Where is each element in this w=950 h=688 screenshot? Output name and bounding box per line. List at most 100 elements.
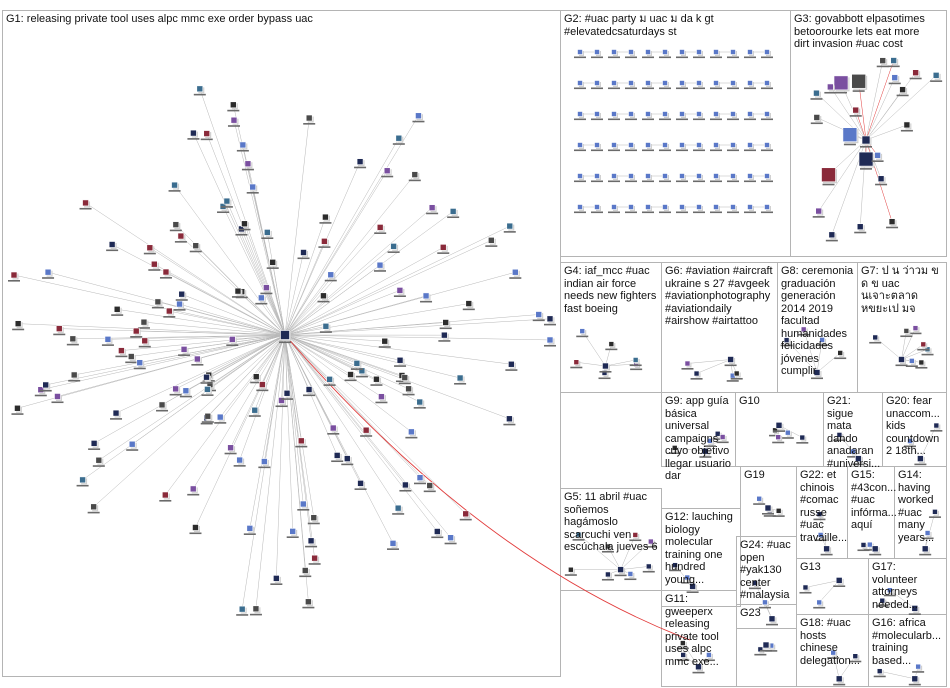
user-avatar-icon bbox=[394, 356, 407, 367]
user-avatar-icon bbox=[275, 397, 288, 408]
edge-g1 bbox=[284, 334, 438, 532]
edge-g1 bbox=[284, 115, 419, 336]
user-avatar-icon bbox=[608, 142, 620, 152]
edge-g1 bbox=[144, 334, 286, 342]
user-avatar-icon bbox=[693, 142, 705, 152]
edge-g5 bbox=[620, 566, 649, 570]
user-avatar-icon bbox=[693, 80, 705, 90]
user-avatar-icon bbox=[189, 242, 202, 253]
edge-g1 bbox=[220, 334, 286, 418]
edge-g3 bbox=[865, 77, 895, 141]
edge-g1 bbox=[284, 225, 510, 336]
user-avatar-icon bbox=[11, 404, 24, 415]
edge-g1 bbox=[241, 228, 286, 336]
user-avatar-icon bbox=[642, 563, 655, 573]
user-avatar-icon bbox=[851, 73, 868, 92]
edge-g1 bbox=[284, 334, 401, 361]
user-avatar-icon bbox=[825, 231, 838, 242]
user-avatar-icon bbox=[869, 334, 882, 344]
group-panel-g4 bbox=[560, 262, 662, 393]
user-avatar-icon bbox=[608, 204, 620, 214]
edge-g3 bbox=[865, 60, 883, 141]
edge-g1 bbox=[180, 235, 286, 336]
user-avatar-icon bbox=[625, 80, 637, 90]
user-avatar-icon bbox=[744, 204, 756, 214]
user-avatar-icon bbox=[883, 587, 896, 597]
user-avatar-icon bbox=[758, 599, 771, 609]
edge-g1 bbox=[284, 334, 461, 379]
edge-g1 bbox=[165, 334, 286, 496]
user-avatar-icon bbox=[659, 80, 671, 90]
user-avatar-icon bbox=[350, 360, 363, 370]
user-avatar-icon bbox=[187, 485, 200, 496]
user-avatar-icon bbox=[378, 337, 391, 348]
user-avatar-icon bbox=[912, 663, 925, 673]
user-avatar-icon bbox=[143, 244, 156, 255]
user-avatar-icon bbox=[133, 359, 146, 370]
user-avatar-icon bbox=[642, 142, 654, 152]
user-avatar-icon bbox=[896, 86, 909, 97]
group-panel-g19 bbox=[740, 466, 797, 537]
user-avatar-icon bbox=[833, 675, 846, 686]
user-avatar-icon bbox=[355, 367, 368, 378]
user-avatar-icon bbox=[503, 222, 516, 233]
user-avatar-icon bbox=[66, 335, 79, 346]
user-avatar-icon bbox=[327, 424, 340, 435]
user-avatar-icon bbox=[692, 663, 705, 674]
user-avatar-icon bbox=[51, 393, 64, 404]
user-avatar-icon bbox=[761, 173, 773, 183]
user-avatar-icon bbox=[574, 80, 586, 90]
user-avatar-icon bbox=[509, 268, 522, 279]
user-avatar-icon bbox=[576, 328, 589, 338]
user-avatar-icon bbox=[668, 445, 681, 454]
user-avatar-icon bbox=[624, 571, 637, 581]
user-avatar-icon bbox=[413, 398, 426, 409]
user-avatar-icon bbox=[241, 160, 254, 171]
edge-g1 bbox=[284, 247, 444, 336]
edge-g1 bbox=[47, 271, 286, 336]
edge-g1 bbox=[284, 334, 512, 365]
user-avatar-icon bbox=[676, 173, 688, 183]
user-avatar-icon bbox=[270, 575, 283, 585]
user-avatar-icon bbox=[374, 261, 387, 272]
user-avatar-icon bbox=[344, 371, 357, 382]
user-avatar-icon bbox=[193, 85, 206, 96]
edge-g1 bbox=[230, 334, 286, 448]
user-avatar-icon bbox=[574, 204, 586, 214]
edge-g3 bbox=[818, 139, 867, 212]
edge-g1 bbox=[233, 120, 286, 336]
edge-g1 bbox=[115, 334, 286, 414]
user-avatar-icon bbox=[895, 356, 908, 367]
edge-g16 bbox=[879, 670, 915, 680]
user-avatar-icon bbox=[847, 448, 860, 458]
edge-g1 bbox=[254, 334, 286, 411]
user-avatar-icon bbox=[175, 290, 188, 301]
user-avatar-icon bbox=[169, 221, 182, 232]
user-avatar-icon bbox=[710, 173, 722, 183]
edge-g1 bbox=[169, 310, 286, 336]
user-avatar-icon bbox=[243, 525, 256, 535]
edge-g1 bbox=[284, 217, 326, 336]
user-avatar-icon bbox=[398, 374, 411, 385]
user-avatar-icon bbox=[297, 500, 310, 511]
user-avatar-icon bbox=[821, 167, 838, 186]
edge-g13 bbox=[819, 580, 840, 603]
edge-g1 bbox=[284, 334, 385, 342]
edge-g1 bbox=[284, 334, 288, 394]
user-avatar-icon bbox=[676, 80, 688, 90]
edge-g1 bbox=[193, 334, 286, 490]
user-avatar-icon bbox=[505, 360, 518, 371]
user-avatar-icon bbox=[39, 381, 52, 392]
user-avatar-icon bbox=[532, 311, 545, 322]
user-avatar-icon bbox=[629, 532, 642, 542]
edge-g8 bbox=[803, 329, 818, 373]
user-avatar-icon bbox=[863, 541, 876, 551]
user-avatar-icon bbox=[189, 524, 202, 535]
user-avatar-icon bbox=[676, 204, 688, 214]
user-avatar-icon bbox=[438, 331, 451, 342]
user-avatar-icon bbox=[591, 173, 603, 183]
user-avatar-icon bbox=[354, 158, 367, 169]
user-avatar-icon bbox=[125, 353, 138, 364]
user-avatar-icon bbox=[423, 482, 436, 493]
